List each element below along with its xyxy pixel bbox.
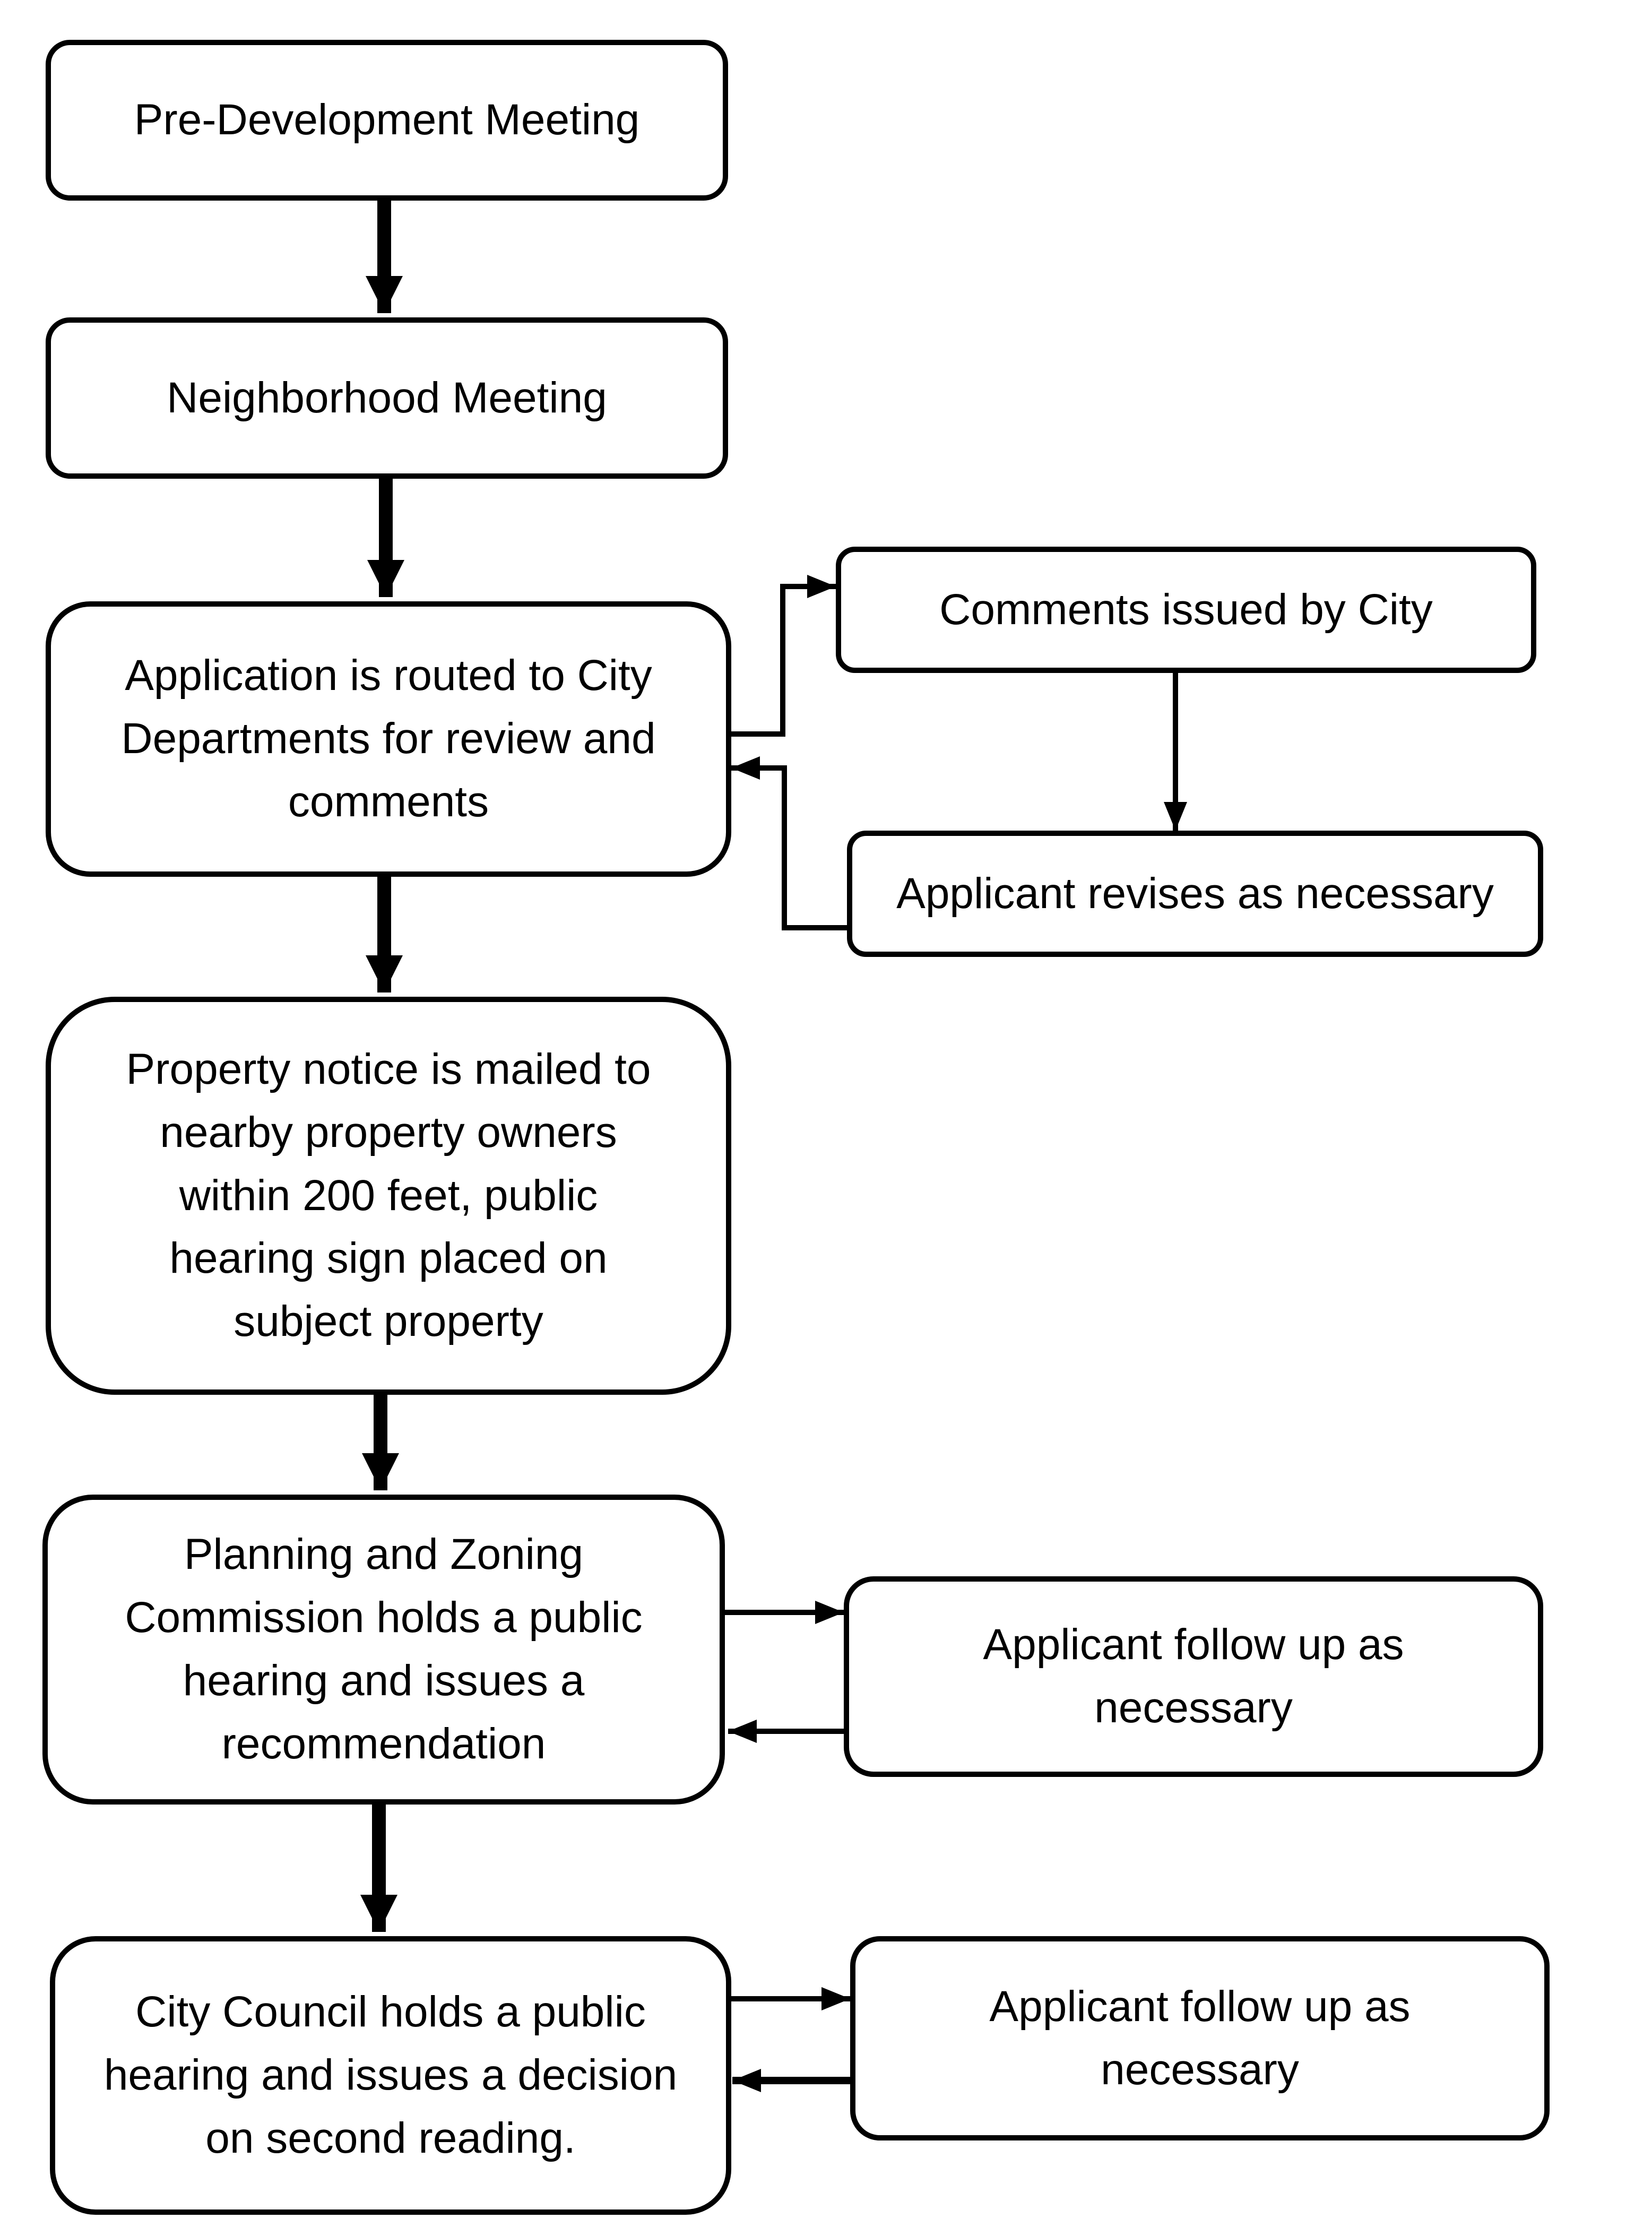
arrow-revises-to-application: [731, 756, 847, 930]
arrow-application-to-comments: [727, 575, 836, 737]
node-label: Comments issued by City: [939, 585, 1433, 634]
node-planning-zoning: Planning and Zoning Commission holds a p…: [42, 1495, 725, 1805]
node-applicant-follow-up-planning: Applicant follow up as necessary: [844, 1576, 1543, 1777]
node-property-notice: Property notice is mailed to nearby prop…: [46, 997, 731, 1395]
node-applicant-revises: Applicant revises as necessary: [847, 831, 1543, 957]
node-label: Neighborhood Meeting: [167, 373, 607, 422]
node-comments-issued: Comments issued by City: [836, 547, 1536, 673]
node-label: Application is routed to City Department…: [121, 651, 656, 826]
node-label: Applicant follow up as necessary: [989, 1982, 1411, 2094]
node-label: Applicant follow up as necessary: [983, 1620, 1404, 1732]
node-label: Applicant revises as necessary: [896, 869, 1494, 918]
node-application-routed: Application is routed to City Department…: [46, 601, 731, 877]
node-applicant-follow-up-council: Applicant follow up as necessary: [850, 1936, 1550, 2140]
node-city-council: City Council holds a public hearing and …: [50, 1936, 731, 2215]
node-label: Planning and Zoning Commission holds a p…: [125, 1530, 643, 1768]
node-label: Property notice is mailed to nearby prop…: [126, 1045, 651, 1346]
node-label: City Council holds a public hearing and …: [103, 1988, 678, 2162]
node-neighborhood-meeting: Neighborhood Meeting: [46, 317, 728, 479]
node-pre-development-meeting: Pre-Development Meeting: [46, 40, 728, 201]
node-label: Pre-Development Meeting: [134, 96, 640, 144]
